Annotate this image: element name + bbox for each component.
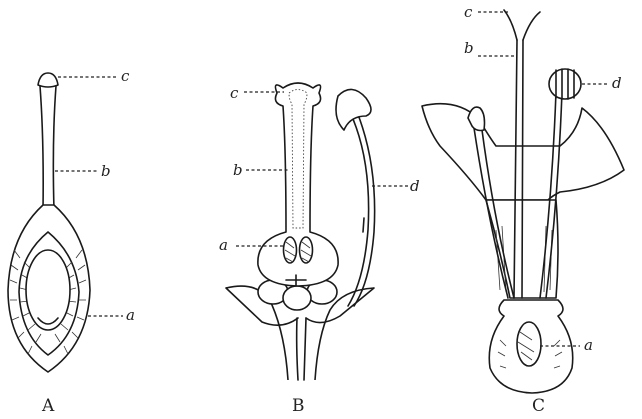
panel-b-flower-drawing [226,83,375,380]
panel-a-label-a: a [126,306,135,324]
panel-c: c b d a C [422,3,624,416]
panel-c-label-c: c [464,3,473,21]
panel-c-caption: C [532,396,545,416]
panel-c-flower-drawing [422,10,624,393]
panel-a-label-b: b [101,162,111,180]
panel-b-label-d: d [410,177,420,195]
panel-b-label-b: b [233,161,243,179]
panel-b-label-c: c [230,84,239,102]
panel-c-anther [549,69,581,99]
panel-a-caption: A [41,396,55,416]
panel-b: c b a d B [219,83,420,416]
panel-b-caption: B [292,396,305,416]
panel-a: c b a A [8,67,135,416]
panel-c-label-a: a [584,336,593,354]
panel-a-label-c: c [121,67,130,85]
panel-b-label-a: a [219,236,228,254]
panel-c-label-d: d [612,74,622,92]
panel-c-label-b: b [464,39,474,57]
panel-a-pistil-drawing [8,73,90,372]
